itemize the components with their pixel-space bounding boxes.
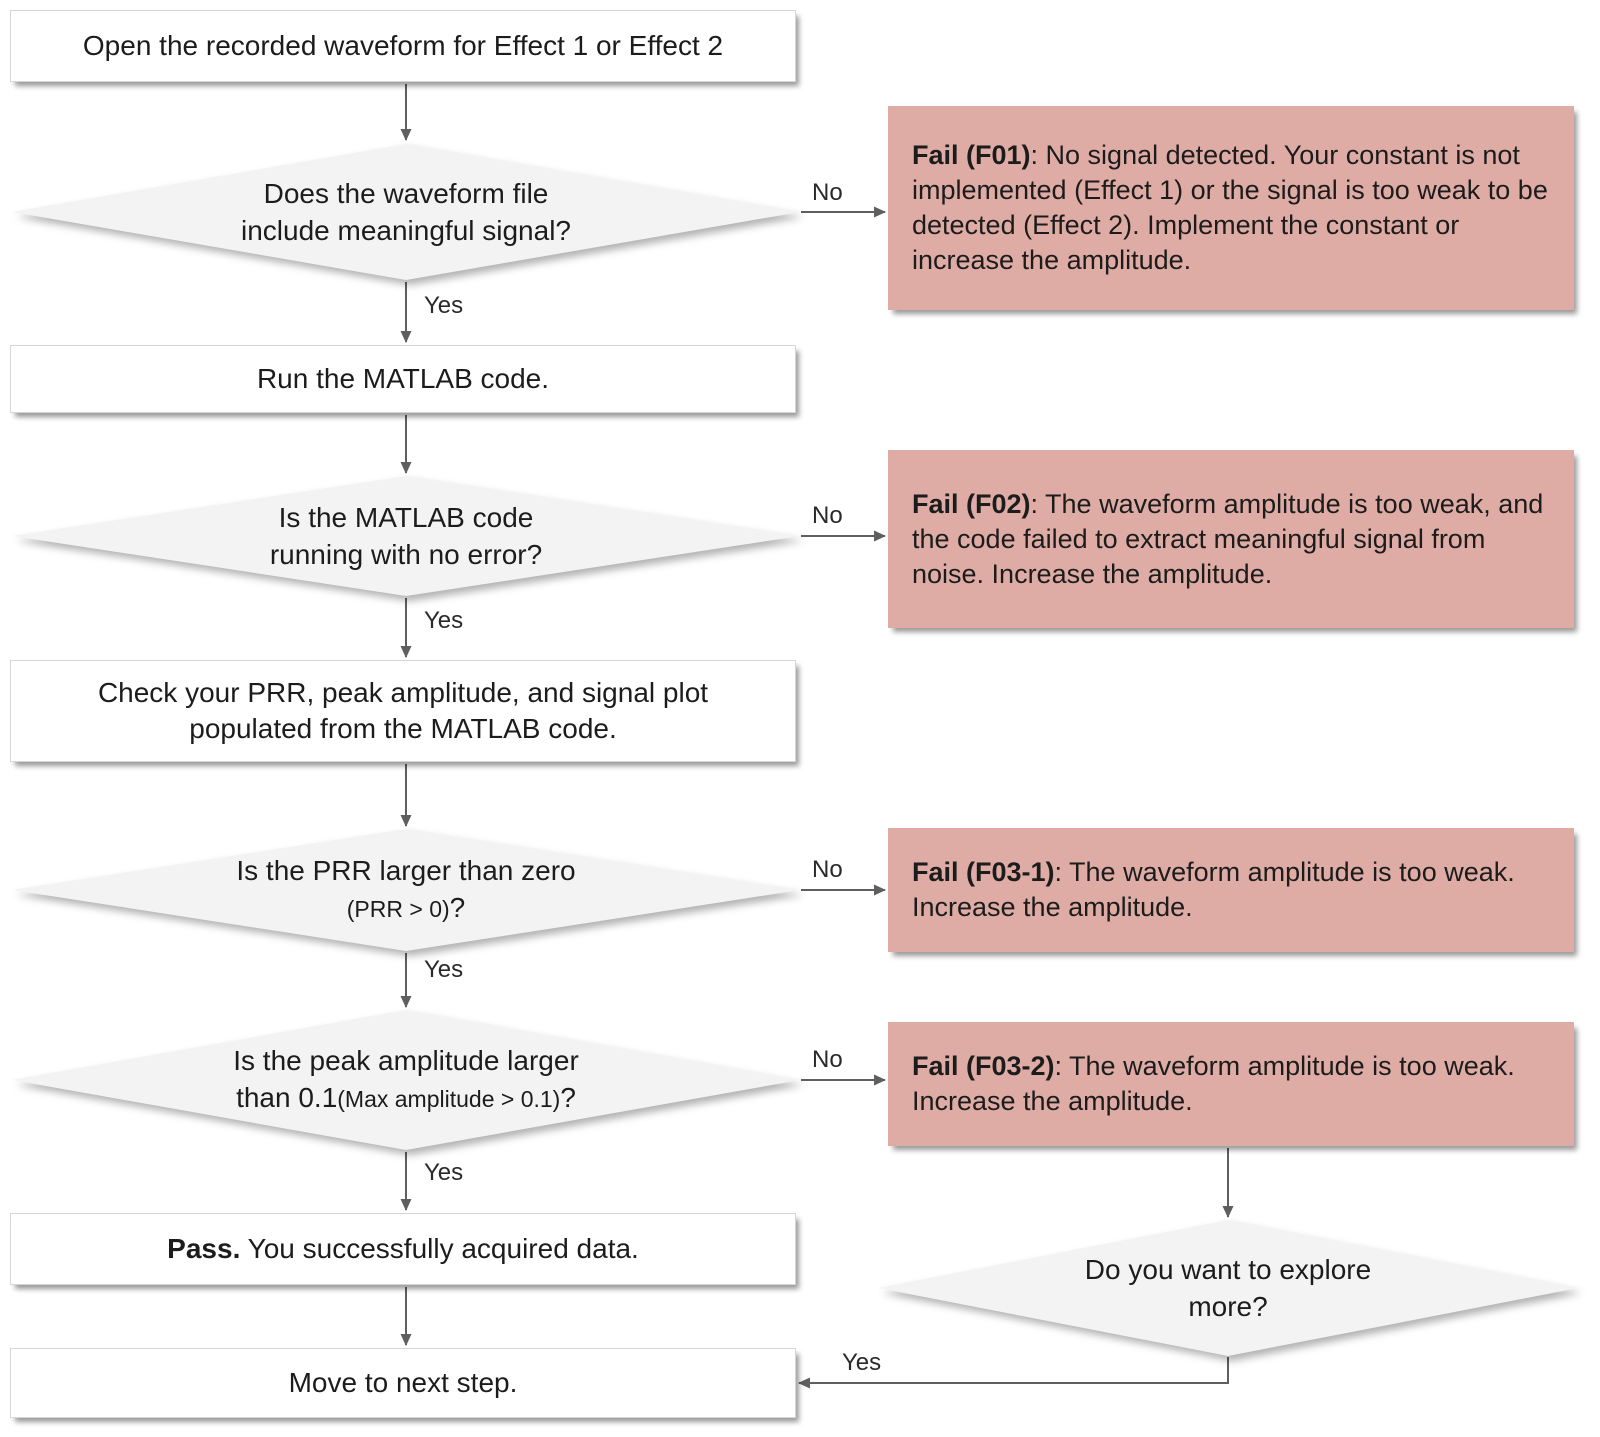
edge-label-d5-yes: Yes <box>842 1349 882 1376</box>
decision-prr-questionmark: ? <box>449 892 466 923</box>
decision-meaningful-signal-shape: Does the waveform file include meaningfu… <box>12 144 800 280</box>
node-pass-label: Pass. <box>167 1233 241 1264</box>
node-run-matlab-text: Run the MATLAB code. <box>256 363 550 394</box>
node-pass: Pass. You successfully acquired data. <box>10 1213 796 1285</box>
decision-peak-amplitude-shape: Is the peak amplitude larger than 0.1(Ma… <box>12 1010 800 1150</box>
node-move-next-step: Move to next step. <box>10 1348 796 1418</box>
fail-box-f03-2-body: : The waveform amplitude is too weak. In… <box>912 1051 1515 1116</box>
node-open-waveform-text: Open the recorded waveform for Effect 1 … <box>82 30 724 61</box>
fail-box-f03-1: Fail (F03-1): The waveform amplitude is … <box>888 828 1574 952</box>
decision-meaningful-signal-line1: Does the waveform file <box>263 178 549 209</box>
node-move-next-step-text: Move to next step. <box>288 1367 518 1398</box>
node-open-waveform: Open the recorded waveform for Effect 1 … <box>10 10 796 82</box>
fail-box-f01-text: Fail (F01): No signal detected. Your con… <box>912 138 1550 278</box>
node-check-prr: Check your PRR, peak amplitude, and sign… <box>10 660 796 762</box>
decision-explore-more-line2: more? <box>1188 1291 1268 1322</box>
decision-prr-positive-shape: Is the PRR larger than zero (PRR > 0)? <box>12 829 800 951</box>
fail-box-f03-1-text: Fail (F03-1): The waveform amplitude is … <box>912 855 1550 925</box>
decision-meaningful-signal: Does the waveform file include meaningfu… <box>12 144 800 280</box>
decision-meaningful-signal-line2: include meaningful signal? <box>241 215 571 246</box>
fail-box-f03-1-label: Fail (F03-1) <box>912 857 1055 887</box>
decision-peak-amplitude-questionmark: ? <box>560 1082 576 1113</box>
fail-box-f02: Fail (F02): The waveform amplitude is to… <box>888 450 1574 628</box>
decision-prr-condition: (PRR > 0) <box>346 896 450 922</box>
decision-peak-amplitude-condition: (Max amplitude > 0.1) <box>337 1086 561 1112</box>
edge-label-d2-yes: Yes <box>424 607 464 634</box>
decision-no-error-line2: running with no error? <box>269 539 543 570</box>
fail-box-f02-body: : The waveform amplitude is too weak, an… <box>912 488 1544 589</box>
edge-label-d3-yes: Yes <box>424 956 464 983</box>
decision-prr-positive-line2: (PRR > 0)? <box>347 889 465 928</box>
fail-box-f03-2: Fail (F03-2): The waveform amplitude is … <box>888 1022 1574 1146</box>
fail-box-f03-2-label: Fail (F03-2) <box>912 1051 1055 1081</box>
fail-box-f01-label: Fail (F01) <box>912 140 1031 170</box>
fail-box-f02-text: Fail (F02): The waveform amplitude is to… <box>912 487 1550 592</box>
decision-explore-more: Do you want to explore more? <box>878 1220 1578 1356</box>
decision-prr-positive-line1: Is the PRR larger than zero <box>236 855 576 886</box>
node-pass-text: Pass. You successfully acquired data. <box>167 1231 639 1267</box>
edge-label-d4-yes: Yes <box>424 1159 464 1186</box>
decision-no-error: Is the MATLAB code running with no error… <box>12 476 800 596</box>
decision-explore-more-shape: Do you want to explore more? <box>878 1220 1578 1356</box>
node-check-prr-line2: populated from the MATLAB code. <box>189 713 617 744</box>
edge-label-d1-yes: Yes <box>424 292 464 319</box>
decision-peak-amplitude-prefix: than 0.1 <box>236 1082 338 1113</box>
decision-peak-amplitude-line2: than 0.1(Max amplitude > 0.1)? <box>236 1079 576 1118</box>
decision-prr-positive: Is the PRR larger than zero (PRR > 0)? <box>12 829 800 951</box>
decision-explore-more-line1: Do you want to explore <box>1084 1254 1372 1285</box>
fail-box-f03-1-body: : The waveform amplitude is too weak. In… <box>912 857 1515 922</box>
node-check-prr-line1: Check your PRR, peak amplitude, and sign… <box>97 677 709 708</box>
decision-no-error-shape: Is the MATLAB code running with no error… <box>12 476 800 596</box>
fail-box-f01-body: : No signal detected. Your constant is n… <box>912 140 1548 275</box>
fail-box-f02-label: Fail (F02) <box>912 488 1031 519</box>
decision-peak-amplitude-line1: Is the peak amplitude larger <box>233 1045 579 1076</box>
fail-box-f03-2-text: Fail (F03-2): The waveform amplitude is … <box>912 1049 1550 1119</box>
edge-label-d4-no: No <box>812 1046 843 1073</box>
fail-box-f01: Fail (F01): No signal detected. Your con… <box>888 106 1574 310</box>
node-run-matlab: Run the MATLAB code. <box>10 345 796 413</box>
edge-label-d1-no: No <box>812 179 843 206</box>
edge-label-d3-no: No <box>812 856 843 883</box>
node-pass-body: You successfully acquired data. <box>240 1233 639 1264</box>
decision-peak-amplitude: Is the peak amplitude larger than 0.1(Ma… <box>12 1010 800 1150</box>
decision-no-error-line1: Is the MATLAB code <box>278 502 534 533</box>
edge-label-d2-no: No <box>812 502 843 529</box>
